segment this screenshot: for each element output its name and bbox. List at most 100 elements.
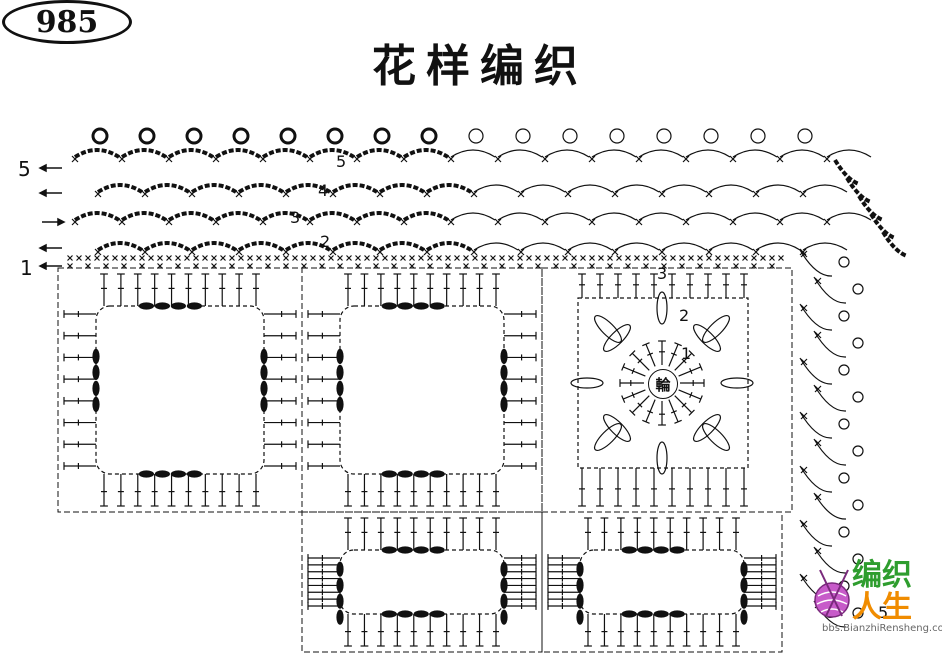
mesh-lattice	[67, 127, 872, 269]
dc-stitch	[645, 399, 656, 423]
picot	[750, 128, 766, 144]
chain-stitch	[186, 470, 202, 478]
dc-crossbar	[681, 358, 687, 364]
sc-mark	[220, 255, 226, 261]
dc-stitch	[668, 399, 679, 423]
sc-mark	[247, 255, 253, 261]
sc-mark	[391, 255, 397, 261]
sc-mark	[508, 255, 514, 261]
chain-arc	[190, 241, 238, 252]
sc-mark	[212, 155, 220, 163]
magic-ring-label: 輪	[655, 375, 671, 394]
sc-mark	[800, 466, 808, 474]
sc-mark	[139, 255, 145, 261]
chain-stitch	[336, 348, 344, 364]
sc-mark	[490, 255, 496, 261]
chain-arc	[143, 241, 191, 252]
sc-mark	[715, 255, 721, 261]
dc-top	[674, 419, 682, 424]
sc-mark	[382, 255, 388, 261]
picot	[852, 607, 864, 619]
sc-mark	[103, 255, 109, 261]
chain-arc	[450, 149, 496, 158]
sc-mark	[148, 255, 154, 261]
motif-inner	[339, 305, 505, 475]
sc-mark	[697, 255, 703, 261]
chain-stitch	[397, 546, 413, 554]
row-label-5: 5	[18, 157, 31, 181]
sc-mark	[571, 255, 577, 261]
chain-stitch	[669, 610, 685, 618]
sc-mark	[329, 248, 337, 256]
sc-mark	[306, 155, 314, 163]
sc-mark	[814, 385, 822, 393]
sc-mark	[706, 255, 712, 261]
sc-mark	[118, 218, 126, 226]
chain-stitch	[92, 380, 100, 396]
row-label-1: 1	[20, 256, 33, 280]
dc-crossbar	[637, 358, 643, 364]
chain-arc	[331, 241, 379, 252]
sc-mark	[436, 255, 442, 261]
chain-arc	[614, 242, 660, 251]
motif-outline	[541, 267, 793, 513]
sc-mark	[823, 218, 831, 226]
chain-arc	[214, 148, 262, 159]
dc-top	[688, 350, 695, 357]
dc-top	[674, 342, 682, 347]
chain-arc	[497, 212, 543, 221]
sc-mark	[376, 248, 384, 256]
chain-stitch	[653, 546, 669, 554]
motif-round-label-3: 3	[657, 264, 668, 283]
sc-mark	[337, 255, 343, 261]
chain-stitch	[570, 377, 604, 389]
chain-arc	[614, 184, 660, 193]
chain-stitch	[413, 546, 429, 554]
picot	[838, 256, 850, 268]
chain-arc	[284, 183, 332, 194]
sc-mark	[494, 155, 502, 163]
sc-mark	[423, 190, 431, 198]
sc-mark	[776, 218, 784, 226]
chain-stitch	[429, 302, 445, 310]
chain-stitch	[336, 396, 344, 412]
picot	[703, 128, 719, 144]
chain-arc	[799, 411, 833, 439]
picot	[373, 127, 391, 145]
chain-stitch	[653, 610, 669, 618]
sc-mark	[470, 248, 478, 256]
motif-inner	[339, 549, 505, 615]
chain-stitch	[740, 609, 748, 625]
chain-arc	[308, 148, 356, 159]
chain-stitch	[429, 546, 445, 554]
sc-mark	[328, 255, 334, 261]
sc-mark	[85, 255, 91, 261]
chain-arc	[120, 148, 168, 159]
chain-stitch	[701, 422, 731, 452]
sc-mark	[742, 255, 748, 261]
sc-mark	[541, 218, 549, 226]
chain-arc	[826, 212, 872, 221]
chain-arc	[661, 184, 707, 193]
sc-mark	[470, 190, 478, 198]
dc-stitch	[674, 395, 693, 414]
sc-mark	[274, 255, 280, 261]
picot	[656, 128, 672, 144]
chain-arc	[813, 546, 847, 574]
picot	[279, 127, 297, 145]
chain-stitch	[381, 302, 397, 310]
round-label-2: 2	[320, 232, 331, 251]
sc-mark	[814, 493, 822, 501]
sc-mark	[112, 255, 118, 261]
chain-arc	[73, 211, 121, 222]
chain-arc	[355, 211, 403, 222]
sc-mark	[212, 218, 220, 226]
sc-mark	[760, 255, 766, 261]
chain-arc	[685, 212, 731, 221]
sc-mark	[643, 255, 649, 261]
chain-stitch	[692, 323, 722, 353]
watermark-url: bbs.BianzhiRensheng.com	[822, 623, 942, 634]
chain-arc	[567, 184, 613, 193]
dc-stitch	[645, 343, 656, 367]
sc-mark	[229, 255, 235, 261]
